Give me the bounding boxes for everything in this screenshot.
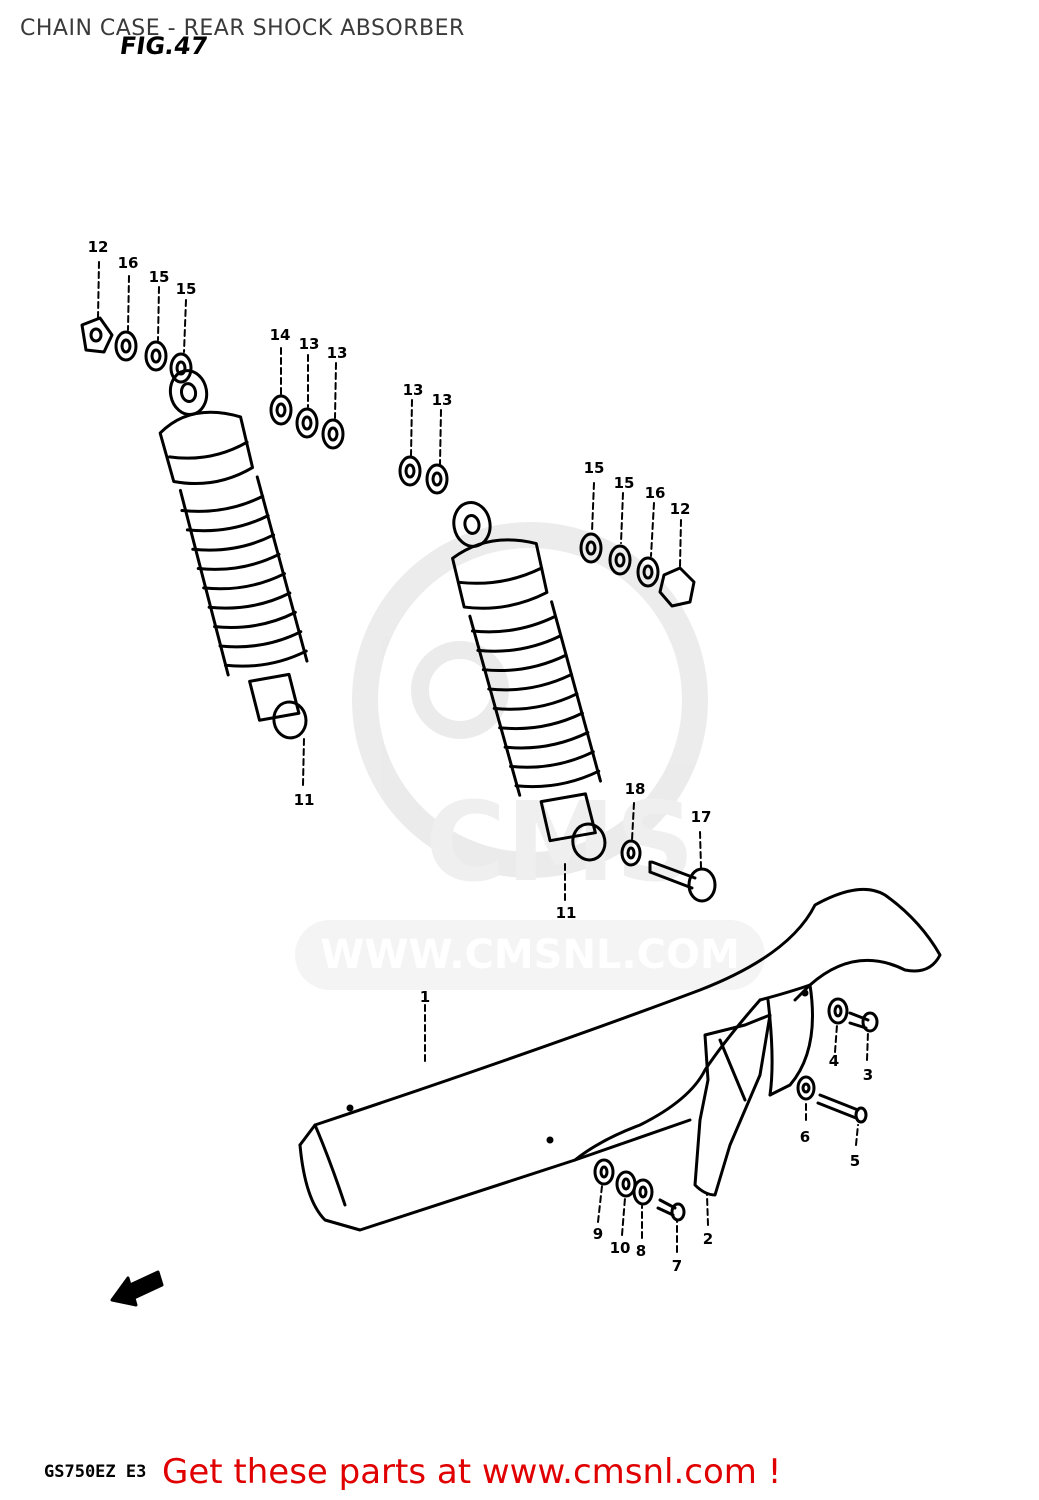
watermark: CMS WWW.CMSNL.COM [295, 522, 765, 990]
leader-lines [97, 261, 869, 1253]
callout-18: 18 [625, 780, 646, 798]
right-shock-absorber [451, 501, 607, 862]
callout-16-left: 16 [118, 254, 139, 272]
callout-11-left: 11 [294, 791, 315, 809]
upper-right-hardware [579, 532, 717, 903]
chain-case [298, 887, 942, 1232]
callout-15-a: 15 [149, 268, 170, 286]
model-code: GS750EZ E3 [44, 1462, 147, 1482]
callout-15-b: 15 [176, 280, 197, 298]
callout-11-right: 11 [556, 904, 577, 922]
callout-15-c: 15 [584, 459, 605, 477]
callout-4: 4 [829, 1052, 839, 1070]
callout-6: 6 [800, 1128, 810, 1146]
callout-10: 10 [610, 1239, 631, 1257]
callout-8: 8 [636, 1242, 646, 1260]
callout-14: 14 [270, 326, 291, 344]
page-title: CHAIN CASE - REAR SHOCK ABSORBER [20, 16, 465, 41]
watermark-url: WWW.CMSNL.COM [320, 932, 740, 978]
callout-labels: 1 2 3 4 5 6 7 8 9 10 11 11 12 12 13 13 1… [88, 238, 874, 1275]
chain-case-bolts [593, 997, 879, 1222]
get-parts-link[interactable]: Get these parts at www.cmsnl.com ! [162, 1452, 782, 1492]
callout-13-b: 13 [327, 344, 348, 362]
callout-13-d: 13 [432, 391, 453, 409]
callout-1: 1 [420, 988, 430, 1006]
left-shock-absorber [158, 369, 309, 740]
callout-5: 5 [850, 1152, 860, 1170]
callout-7: 7 [672, 1257, 682, 1275]
front-direction-arrow [110, 1270, 164, 1307]
callout-9: 9 [593, 1225, 603, 1243]
callout-13-c: 13 [403, 381, 424, 399]
callout-3: 3 [863, 1066, 873, 1084]
callout-13-a: 13 [299, 335, 320, 353]
callout-12-right: 12 [670, 500, 691, 518]
callout-17: 17 [691, 808, 712, 826]
chain-guard [693, 1013, 772, 1197]
upper-left-hardware [80, 316, 449, 495]
callout-2: 2 [703, 1230, 713, 1248]
callout-12-left: 12 [88, 238, 109, 256]
callout-16-right: 16 [645, 484, 666, 502]
callout-15-d: 15 [614, 474, 635, 492]
